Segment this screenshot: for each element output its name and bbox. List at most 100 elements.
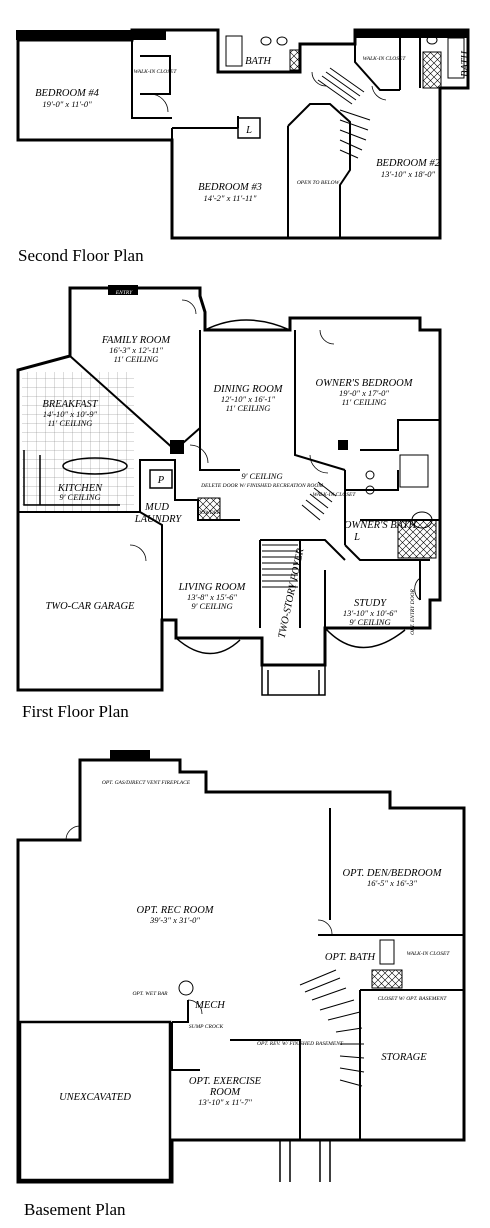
basement-walkin-label: WALK-IN CLOSET: [407, 951, 451, 957]
second-floor-tub-left: [225, 35, 243, 67]
basement-door-swings: [65, 825, 333, 1015]
column-right: [338, 440, 348, 450]
unexcavated-label: UNEXCAVATED: [59, 1092, 131, 1103]
second-floor-title: Second Floor Plan: [18, 246, 144, 265]
first-floor-walkin-label: WALK-IN CLOSET: [313, 492, 357, 498]
exercise-room-word: ROOM: [209, 1087, 242, 1098]
pantry-label: P: [157, 475, 165, 486]
bedroom2-dims: 13'-10" x 18'-0": [381, 169, 436, 179]
kitchen-ceiling: 9' CEILING: [59, 492, 100, 502]
second-floor-sink-right: [426, 35, 438, 45]
owners-bath-tile: [397, 519, 437, 559]
second-floor-roof-right: [355, 30, 467, 38]
study-name: STUDY: [354, 598, 387, 609]
bedroom4-dims: 19'-0" x 11'-0": [42, 99, 92, 109]
kitchen-counters: [23, 450, 120, 506]
breakfast-ceiling: 11' CEILING: [48, 418, 93, 428]
first-floor-linen-label: L: [353, 532, 360, 543]
powder-room-tile: [197, 497, 221, 521]
first-floor-fireplace: [108, 285, 138, 295]
basement-fireplace-label: OPT. GAS/DIRECT VENT FIREPLACE: [102, 780, 191, 786]
bedroom3-name: BEDROOM #3: [198, 182, 262, 193]
dining-room-name: DINING ROOM: [212, 384, 283, 395]
living-room-ceiling: 9' CEILING: [191, 601, 232, 611]
den-dims: 16'-5" x 16'-3": [367, 878, 417, 888]
bedroom4-name: BEDROOM #4: [35, 88, 100, 99]
first-floor-door-swings: [129, 299, 421, 601]
unexcavated-box: [18, 1020, 172, 1182]
second-floor-roof-left: [16, 30, 166, 40]
laundry-label: LAUNDRY: [134, 514, 183, 525]
second-floor-door-swings: [149, 71, 387, 113]
study-dims: 13'-10" x 10'-6": [343, 608, 398, 618]
basement-sump: [178, 980, 194, 996]
basement-footings: [279, 1140, 331, 1182]
living-room-name: LIVING ROOM: [178, 582, 247, 593]
pantry-box: [149, 469, 173, 489]
dining-room-ceiling: 11' CEILING: [226, 403, 271, 413]
owners-bedroom-name: OWNER'S BEDROOM: [315, 378, 413, 389]
second-floor-tub-right: [447, 37, 465, 79]
first-floor-porch: [261, 665, 326, 696]
basement-stairs: [299, 969, 365, 1087]
second-floor-plan: [16, 28, 470, 240]
second-floor-stairs: [317, 67, 371, 159]
den-name: OPT. DEN/BEDROOM: [343, 868, 443, 879]
opt-entry-label: OPT. ENTRY DOOR: [410, 588, 416, 634]
wet-bar-label: OPT. WET BAR: [132, 991, 168, 997]
first-floor-outer-walls: [16, 286, 442, 692]
family-room-name: FAMILY ROOM: [101, 335, 171, 346]
dining-room-dims: 12'-10" x 16'-1": [221, 394, 276, 404]
column-left: [170, 440, 184, 454]
second-floor-walkin-right-label: WALK-IN CLOSET: [363, 56, 407, 62]
basement-bath-label: OPT. BATH: [325, 952, 377, 963]
exercise-name: OPT. EXERCISE: [189, 1076, 262, 1087]
exercise-dims: 13'-10" x 11'-7": [198, 1097, 252, 1107]
foyer-ceiling: 9' CEILING: [241, 471, 282, 481]
basement-stair-note: OPT. REV. W/ FINISHED BASEMENT: [257, 1041, 344, 1047]
second-floor-sink-left-1: [260, 36, 272, 46]
basement-outer-walls: [16, 758, 466, 1184]
rec-room-name: OPT. REC ROOM: [136, 905, 214, 916]
owners-bath-label: OWNER'S BATH: [344, 520, 418, 531]
breakfast-name: BREAKFAST: [42, 399, 98, 410]
bedroom2-name: BEDROOM #2: [376, 158, 441, 169]
rec-room-dims: 39'-3" x 31'-0": [149, 915, 200, 925]
second-floor-bath-right-label: BATH: [460, 50, 471, 77]
second-floor-walkin-left-label: WALK-IN CLOSET: [134, 69, 178, 75]
second-floor-sink-left-2: [276, 36, 288, 46]
basement-closet-note: CLOSET W/ OPT. BASEMENT: [378, 996, 448, 1002]
mud-label: MUD: [144, 502, 169, 513]
second-floor-shower-left: [289, 49, 301, 71]
basement-tub: [379, 939, 395, 965]
mech-label: MECH: [194, 1000, 226, 1011]
second-floor-bath-right-tile: [422, 51, 442, 89]
kitchen-name: KITCHEN: [57, 483, 103, 494]
basement-interior-walls: [171, 808, 464, 1140]
breakfast-dims: 14'-10" x 10'-9": [43, 409, 98, 419]
entry-label: ENTRY: [115, 290, 133, 296]
basement-fireplace: [110, 750, 150, 760]
owners-tub: [399, 454, 429, 488]
owners-sink-1: [365, 470, 375, 480]
first-floor-plan: [16, 285, 442, 696]
second-floor-bath-left-label: BATH: [245, 56, 272, 67]
kitchen-island: [62, 457, 128, 475]
first-floor-title: First Floor Plan: [22, 702, 129, 721]
open-below-label: OPEN TO BELOW: [297, 180, 340, 186]
second-floor-linen-box: [237, 117, 261, 139]
study-ceiling: 9' CEILING: [349, 617, 390, 627]
owners-sink-2: [365, 485, 375, 495]
basement-plan: [16, 750, 466, 1184]
basement-title: Basement Plan: [24, 1200, 126, 1219]
powder-label: POWDER: [197, 510, 221, 516]
family-room-dims: 16'-3" x 12'-11": [109, 345, 163, 355]
first-floor-stairs: [262, 481, 337, 588]
garage-label: TWO-CAR GARAGE: [46, 601, 136, 612]
sump-label: SUMP CROCK: [189, 1024, 224, 1030]
second-floor-linen-label: L: [245, 125, 252, 136]
storage-label: STORAGE: [381, 1052, 427, 1063]
basement-bath-tile: [371, 969, 403, 989]
foyer-note: DELETE DOOR W/ FINISHED RECREATION ROOM: [200, 483, 323, 489]
